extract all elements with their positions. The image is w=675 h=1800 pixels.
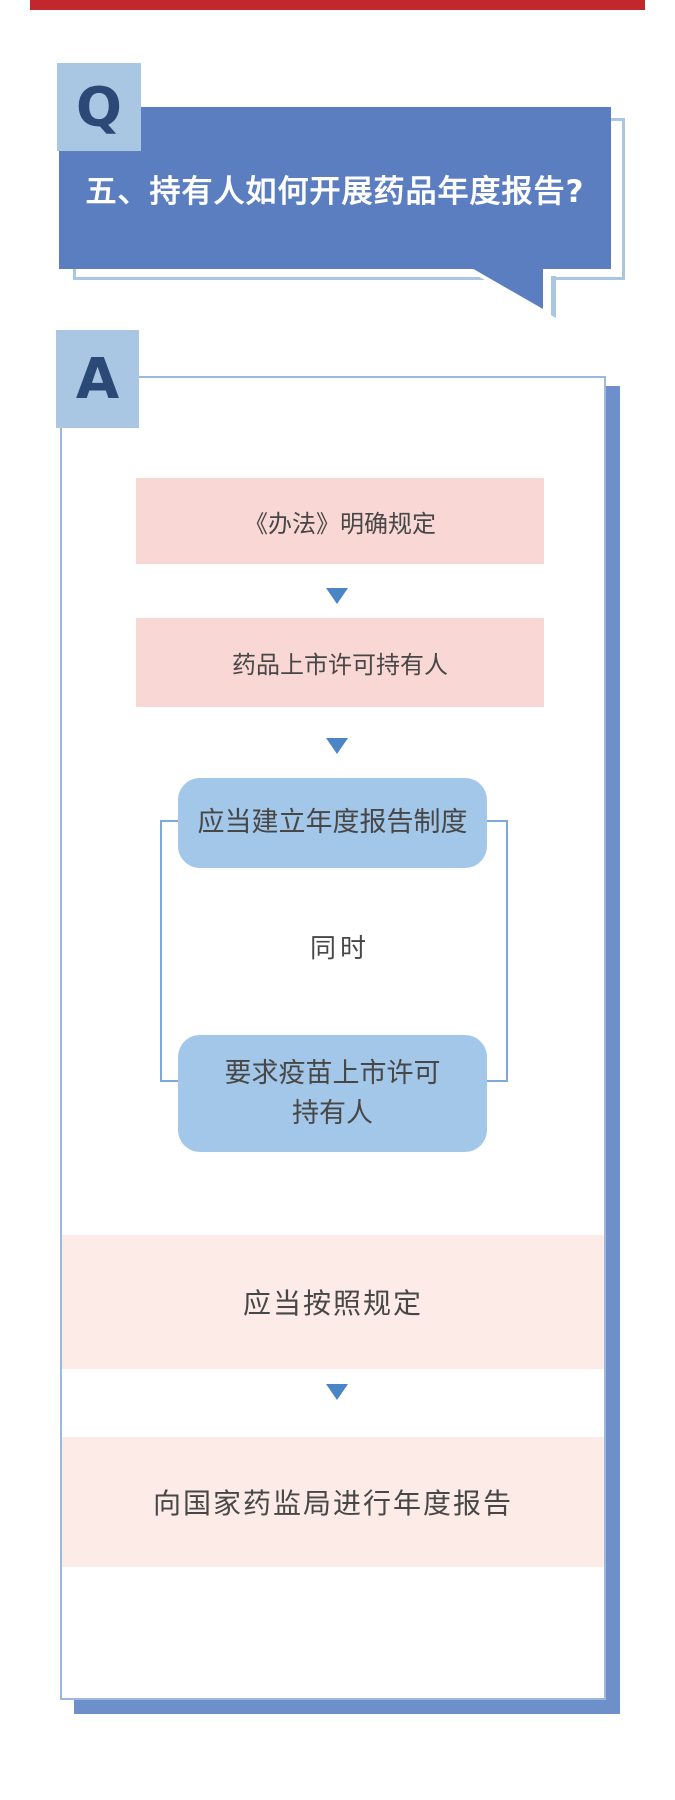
branch-annual-report-system: 应当建立年度报告制度	[178, 778, 487, 868]
flow-band-report-to-nmpa: 向国家药监局进行年度报告	[62, 1437, 604, 1567]
flow-step-holder: 药品上市许可持有人	[136, 618, 544, 707]
flow-band-follow-rules: 应当按照规定	[62, 1235, 604, 1369]
speech-tail-icon	[470, 267, 556, 318]
top-red-bar	[30, 0, 645, 10]
branch-vaccine-holder: 要求疫苗上市许可 持有人	[178, 1035, 487, 1152]
flow-step-regulation: 《办法》明确规定	[136, 478, 544, 564]
answer-badge: A	[56, 330, 139, 428]
branch-connector-label: 同时	[309, 933, 370, 964]
down-arrow-icon	[326, 1384, 348, 1400]
question-title: 五、持有人如何开展药品年度报告?	[85, 173, 585, 210]
down-arrow-icon	[326, 738, 348, 754]
down-arrow-icon	[326, 588, 348, 604]
question-box: 五、持有人如何开展药品年度报告?	[59, 107, 611, 269]
question-badge: Q	[57, 63, 141, 151]
